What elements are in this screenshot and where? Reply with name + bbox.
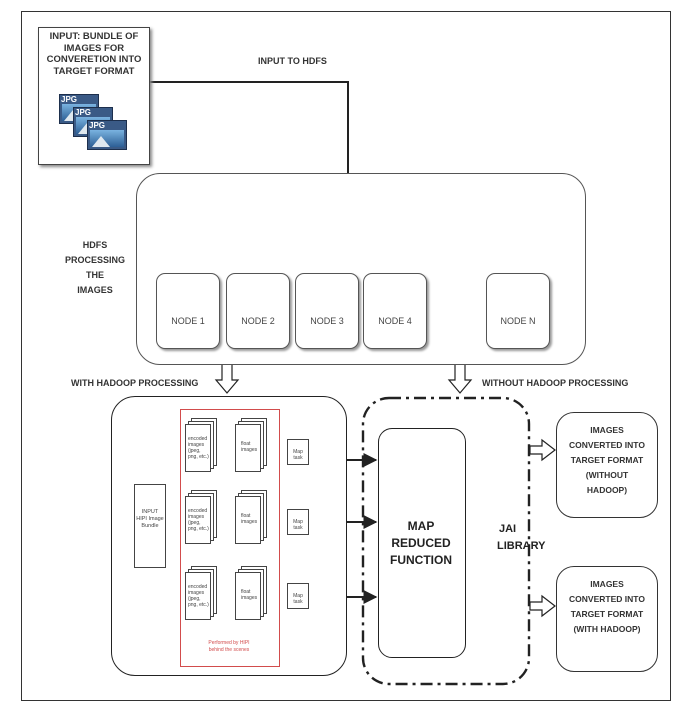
without-hadoop-down-arrow: [447, 363, 473, 394]
input-bundle-box: INPUT: BUNDLE OF IMAGES FOR CONVERETION …: [38, 27, 150, 165]
output-without-arrow: [529, 438, 556, 462]
float-images-stack: float images: [235, 496, 261, 544]
input-to-hdfs-label: INPUT TO HDFS: [258, 56, 327, 66]
float-images-stack: float images: [235, 572, 261, 620]
without-hadoop-label: WITHOUT HADOOP PROCESSING: [482, 378, 629, 388]
with-hadoop-down-arrow: [214, 363, 240, 394]
hdfs-label: HDFS PROCESSING THE IMAGES: [64, 240, 125, 295]
jpg-file-icon: JPG: [87, 120, 127, 150]
node-n: NODE N: [486, 273, 550, 349]
jai-library-container: [361, 396, 531, 686]
map-reduce-box: [378, 428, 466, 658]
input-bundle-title: INPUT: BUNDLE OF IMAGES FOR CONVERETION …: [46, 31, 142, 77]
encoded-images-stack: encoded images (jpeg, png, etc.): [185, 424, 211, 472]
jai-library-label: JAI LIBRARY: [497, 523, 546, 552]
hipi-input-box: INPUT HIPI Image Bundle: [134, 484, 166, 568]
with-hadoop-label: WITH HADOOP PROCESSING: [71, 378, 199, 388]
encoded-images-stack: encoded images (jpeg, png, etc.): [185, 572, 211, 620]
output-with-hadoop: IMAGES CONVERTED INTO TARGET FORMAT (WIT…: [556, 566, 658, 672]
node-4: NODE 4: [363, 273, 427, 349]
output-without-hadoop: IMAGES CONVERTED INTO TARGET FORMAT (WIT…: [556, 412, 658, 518]
output-with-arrow: [529, 594, 556, 618]
diagram-frame: [21, 11, 671, 701]
node-1: NODE 1: [156, 273, 220, 349]
map-task-box: Map task: [287, 439, 309, 465]
input-to-hdfs-arrow: [150, 81, 355, 192]
map-task-box: Map task: [287, 583, 309, 609]
node-3: NODE 3: [295, 273, 359, 349]
map-task-box: Map task: [287, 509, 309, 535]
float-images-stack: float images: [235, 424, 261, 472]
hipi-caption: Performed by HIPI behind the scenes: [208, 640, 250, 653]
node-2: NODE 2: [226, 273, 290, 349]
encoded-images-stack: encoded images (jpeg, png, etc.): [185, 496, 211, 544]
map-reduce-label: MAP REDUCED FUNCTION: [390, 519, 452, 567]
